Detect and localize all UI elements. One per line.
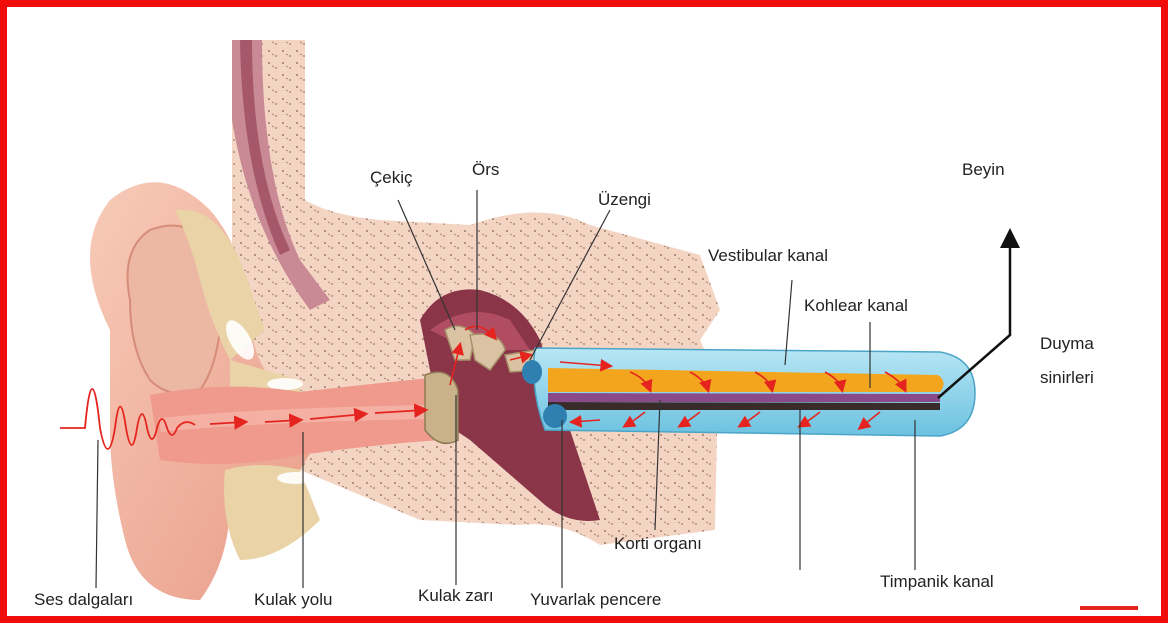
basilar-membrane: [548, 393, 940, 402]
round-window: [543, 404, 567, 428]
label-sinirleri: sinirleri: [1040, 368, 1094, 388]
oval-window: [522, 360, 542, 384]
label-yuvarlak-pencere: Yuvarlak pencere: [530, 590, 661, 610]
label-kohlear-kanal: Kohlear kanal: [804, 296, 908, 316]
label-cekic: Çekiç: [370, 168, 413, 188]
label-duyma: Duyma: [1040, 334, 1094, 354]
label-vestibular-kanal: Vestibular kanal: [708, 246, 828, 266]
label-korti-organi: Korti organı: [614, 534, 702, 554]
label-kulak-zari: Kulak zarı: [418, 586, 494, 606]
label-kulak-yolu: Kulak yolu: [254, 590, 332, 610]
label-timpanik-kanal: Timpanik kanal: [880, 572, 994, 592]
label-uzengi: Üzengi: [598, 190, 651, 210]
eardrum-shape: [425, 372, 458, 443]
label-ses-dalgalari: Ses dalgaları: [34, 590, 133, 610]
label-ors: Örs: [472, 160, 499, 180]
label-beyin: Beyin: [962, 160, 1005, 180]
